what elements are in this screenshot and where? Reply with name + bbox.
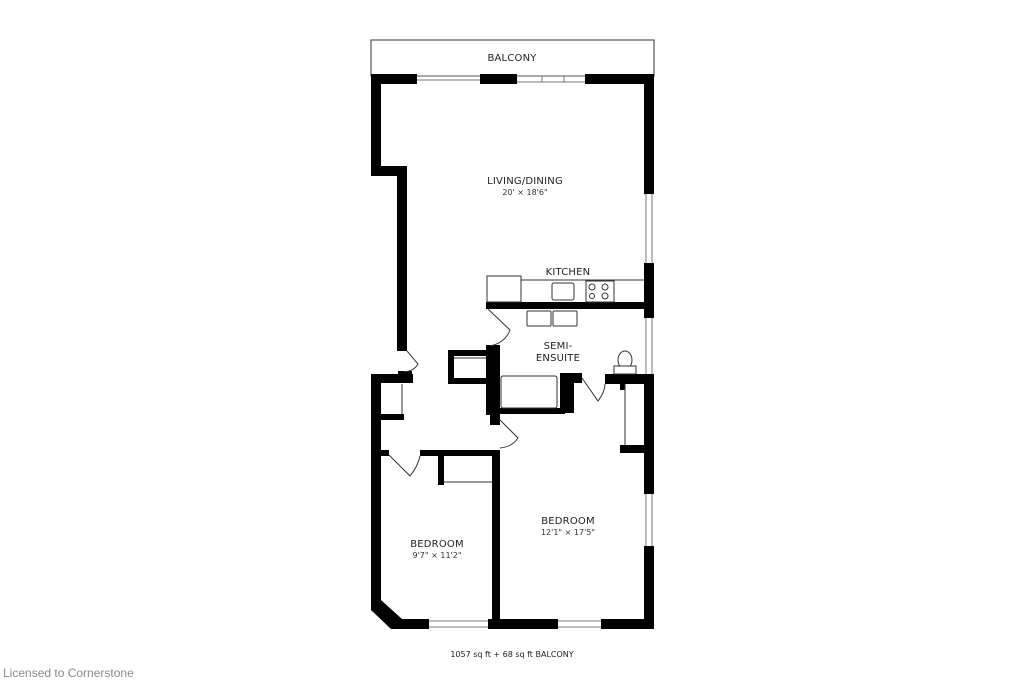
room-label-living-dining: LIVING/DINING 20' × 18'6"	[455, 176, 595, 197]
room-label-bedroom-2: BEDROOM 12'1" × 17'5"	[518, 516, 618, 537]
room-label-semi-ensuite: SEMI- ENSUITE	[508, 341, 608, 364]
room-label-bedroom-1: BEDROOM 9'7" × 11'2"	[387, 539, 487, 560]
room-name-line1: SEMI-	[543, 341, 573, 352]
windows	[417, 75, 653, 628]
area-summary: 1057 sq ft + 68 sq ft BALCONY	[450, 650, 574, 659]
license-watermark: Licensed to Cornerstone	[3, 666, 134, 680]
walls	[371, 74, 654, 629]
room-dimensions: 9'7" × 11'2"	[412, 550, 462, 560]
room-name-line2: ENSUITE	[535, 352, 581, 364]
room-label-kitchen: KITCHEN	[518, 267, 618, 279]
vanity-sink-2	[552, 310, 578, 327]
vanity-sink-1	[526, 310, 552, 327]
doors	[388, 308, 626, 483]
fridge	[486, 275, 522, 303]
bathtub	[500, 375, 558, 409]
room-dimensions: 20' × 18'6"	[502, 187, 548, 197]
room-name: BALCONY	[487, 53, 537, 64]
room-name: LIVING/DINING	[487, 176, 563, 187]
room-name: BEDROOM	[410, 539, 464, 550]
room-name: BEDROOM	[541, 516, 595, 527]
room-label-balcony: BALCONY	[462, 53, 562, 65]
room-name: KITCHEN	[545, 267, 591, 278]
kitchen-sink	[551, 282, 575, 301]
room-dimensions: 12'1" × 17'5"	[540, 527, 596, 537]
fixtures	[486, 275, 644, 409]
